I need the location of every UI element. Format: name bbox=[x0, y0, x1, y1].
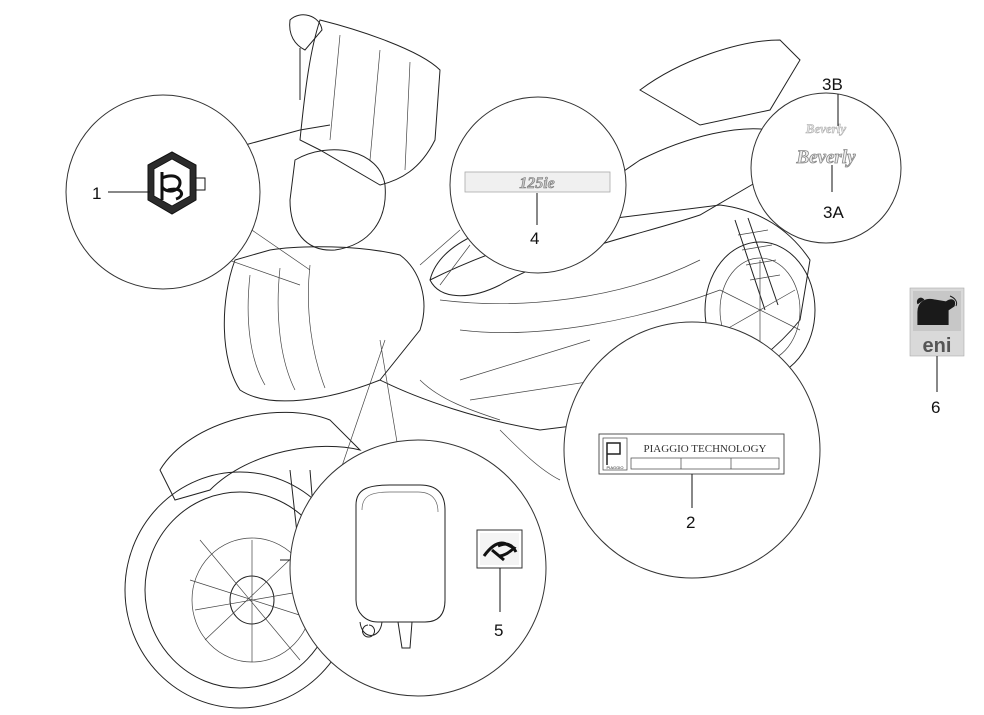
callout-label-1: 1 bbox=[92, 184, 101, 203]
front-mudguard bbox=[159, 411, 362, 501]
scooter-emblem-icon bbox=[476, 529, 523, 569]
rear-rack bbox=[639, 39, 801, 126]
name-badge-large-decal: Beverly bbox=[795, 147, 856, 168]
callout-label-5: 5 bbox=[494, 621, 503, 640]
technology-plate-text: PIAGGIO TECHNOLOGY bbox=[644, 443, 767, 455]
callout-label-6: 6 bbox=[931, 398, 940, 417]
eni-brand-text: eni bbox=[923, 335, 952, 357]
callout-bubble-2: PIAGGIO PIAGGIO TECHNOLOGY 2 bbox=[459, 321, 821, 579]
model-badge-decal: 125ie bbox=[519, 175, 555, 192]
callout-bubble-5: 5 bbox=[289, 339, 547, 697]
mirror bbox=[289, 14, 323, 100]
piaggio-emblem-icon bbox=[147, 151, 206, 215]
callout-label-3A: 3A bbox=[823, 203, 844, 222]
callout-bubble-4: 125ie 4 bbox=[419, 96, 627, 286]
callout-label-4: 4 bbox=[530, 229, 539, 248]
callout-label-2: 2 bbox=[686, 513, 695, 532]
storage-cover bbox=[355, 484, 446, 649]
name-badge-small-decal: Beverly bbox=[805, 121, 847, 136]
windscreen bbox=[299, 19, 441, 186]
callout-label-3B: 3B bbox=[822, 75, 843, 94]
eni-logo-icon: eni bbox=[909, 287, 965, 357]
technology-plate: PIAGGIO PIAGGIO TECHNOLOGY bbox=[598, 433, 785, 475]
headlight bbox=[289, 149, 386, 251]
callout-bubble-3: Beverly Beverly 3B 3A bbox=[750, 75, 902, 244]
front-body bbox=[223, 246, 425, 402]
callout-part-6: eni 6 bbox=[909, 287, 965, 417]
technology-plate-small-text: PIAGGIO bbox=[607, 465, 624, 470]
callout-bubble-1: 1 bbox=[65, 94, 311, 290]
